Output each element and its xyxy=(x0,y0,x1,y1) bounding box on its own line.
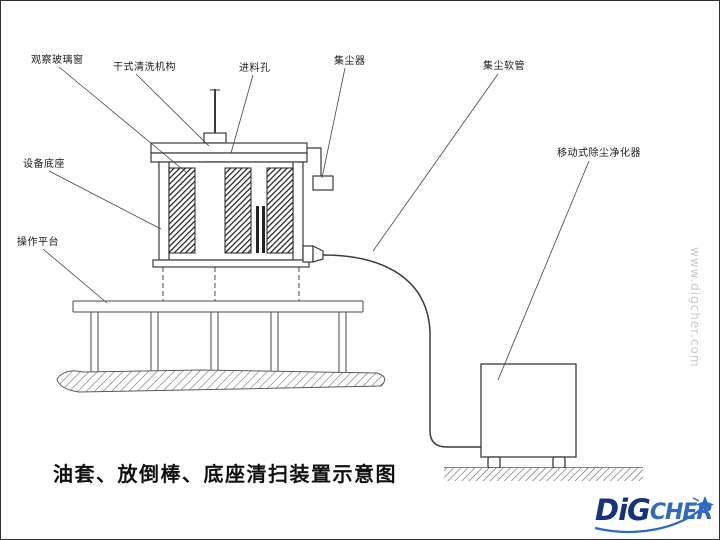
dust-hose-line xyxy=(322,254,481,448)
label-dust-hose: 集尘软管 xyxy=(483,61,525,72)
operation-platform xyxy=(72,267,364,376)
ground-hatch-left xyxy=(56,369,386,393)
label-operation-platform: 操作平台 xyxy=(17,237,59,248)
logo-swoosh-icon xyxy=(594,496,714,533)
logo-main-text: DiG xyxy=(595,493,651,527)
label-observation-window: 观察玻璃窗 xyxy=(31,55,84,66)
site-watermark: www.digcher.com xyxy=(688,247,702,368)
leader-lines xyxy=(42,66,590,381)
logo-sub-text: CHER xyxy=(649,499,714,525)
label-mobile-purifier: 移动式除尘净化器 xyxy=(557,148,641,159)
label-feed-hole: 进料孔 xyxy=(239,63,271,74)
label-equipment-base: 设备底座 xyxy=(23,159,65,170)
machine-assembly xyxy=(150,89,334,268)
mobile-purifier-box xyxy=(444,363,643,481)
label-dry-cleaning-mechanism: 干式清洗机构 xyxy=(113,62,176,73)
sparkle-icon xyxy=(696,496,714,513)
label-dust-collector: 集尘器 xyxy=(334,56,366,67)
diagram-title: 油套、放倒棒、底座清扫装置示意图 xyxy=(53,462,397,486)
